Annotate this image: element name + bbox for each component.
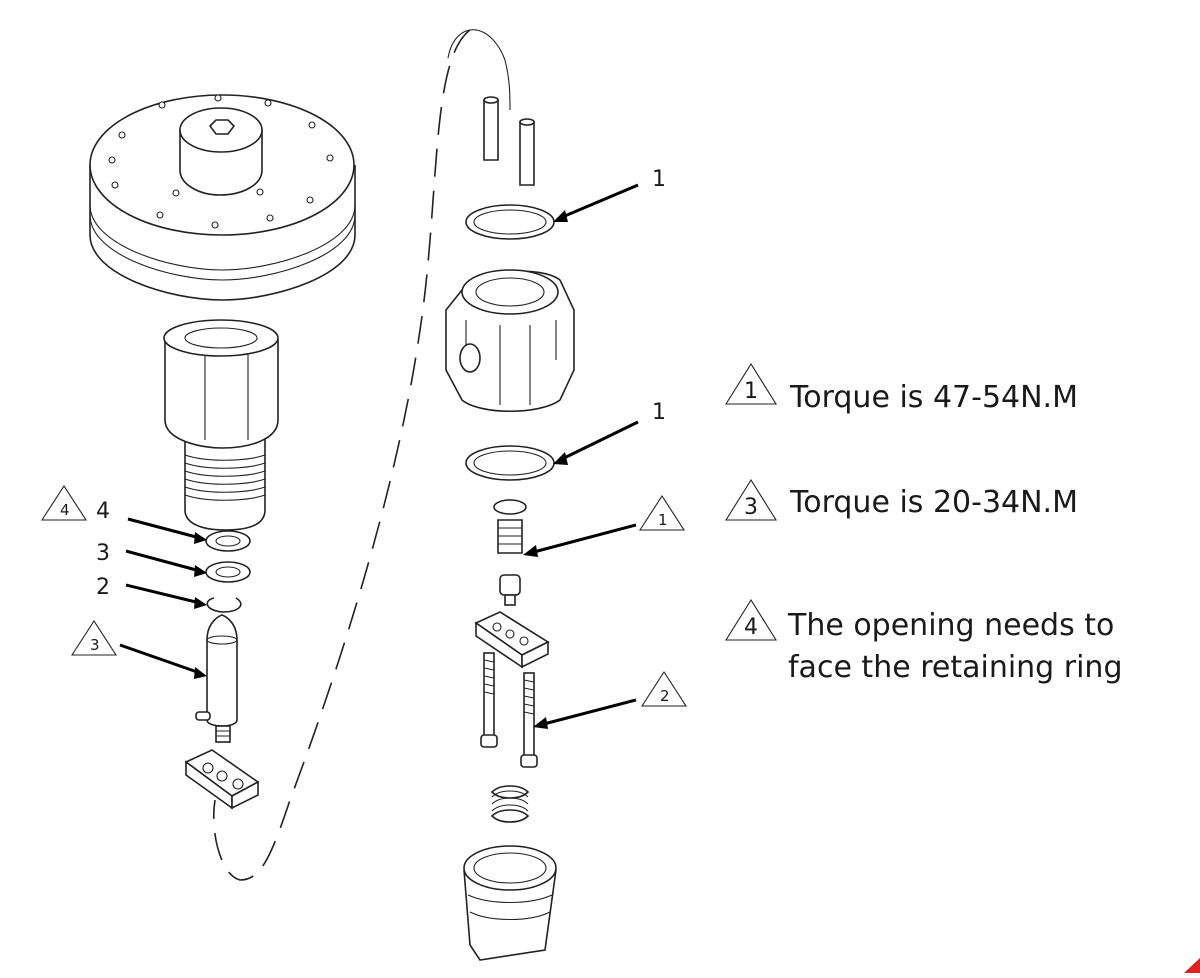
manifold-block (445, 269, 575, 412)
dashed-assembly-connector (212, 29, 471, 881)
warning-triangle-icon: 3 (70, 619, 118, 656)
warning-triangle-icon (725, 598, 777, 641)
corner-mark (1184, 958, 1200, 973)
note-text-line1: The opening needs to (787, 608, 1114, 643)
left-clamp-block (184, 749, 260, 810)
note-symbol: 4 (744, 615, 758, 640)
dowel-pins (483, 96, 535, 186)
marker-right-screws: 2 (660, 687, 670, 705)
hex-adapter-body (163, 319, 279, 531)
note-symbol: 1 (744, 379, 758, 404)
right-clamp-block (474, 611, 550, 669)
nozzle-housing (463, 845, 557, 961)
valve-fitting (493, 499, 527, 606)
hex-socket-icon (208, 119, 236, 135)
note-text-line2: face the retaining ring (788, 650, 1122, 685)
left-plunger-pin (195, 614, 238, 743)
disc-housing (89, 94, 356, 301)
o-ring-mid (465, 445, 555, 481)
cap-screws (480, 652, 538, 768)
marker-left-pin: 3 (90, 636, 100, 654)
callout-left-3: 3 (96, 541, 110, 566)
callout-left-2: 2 (96, 575, 110, 600)
note-symbol: 3 (744, 495, 758, 520)
note-torque-1: 1 Torque is 47-54N.M (725, 362, 1078, 415)
warning-triangle-icon: 2 (640, 670, 688, 707)
left-retaining-ring-2 (206, 597, 242, 613)
marker-right-fitting: 1 (658, 511, 668, 529)
o-ring-top (465, 204, 555, 240)
warning-triangle-icon (725, 478, 777, 521)
note-torque-3: 3 Torque is 20-34N.M (725, 478, 1078, 521)
callout-ring-mid: 1 (652, 400, 666, 425)
left-washer-3 (205, 561, 251, 583)
compression-spring (490, 785, 530, 823)
connector-top-curve (447, 29, 511, 111)
note-opening-4: 4 The opening needs to face the retainin… (725, 598, 1122, 685)
callout-ring-top: 1 (652, 167, 666, 192)
note-text: Torque is 20-34N.M (789, 485, 1078, 520)
note-text: Torque is 47-54N.M (789, 380, 1078, 415)
warning-triangle-icon (725, 362, 777, 405)
warning-triangle-icon: 1 (638, 494, 686, 531)
warning-triangle-icon: 4 (40, 484, 88, 521)
marker-left-top: 4 (60, 501, 70, 519)
bolt-hole-ring (108, 94, 334, 229)
left-washer-4 (205, 530, 251, 552)
callout-arrows (119, 183, 639, 729)
callout-left-4: 4 (96, 499, 110, 524)
